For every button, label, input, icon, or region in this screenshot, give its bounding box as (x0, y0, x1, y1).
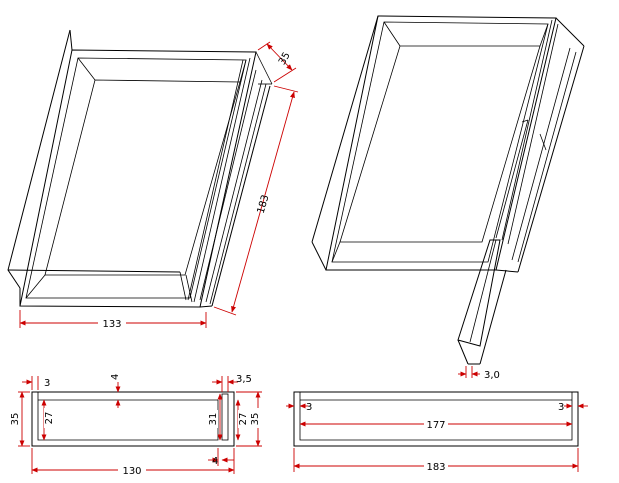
dim-label: 27 (238, 413, 249, 426)
dim-label: 133 (102, 319, 121, 330)
iso-box-right (311, 15, 585, 365)
iso-box-left (7, 29, 273, 308)
dim-label: 183 (426, 462, 445, 473)
front-dims: 3 4 3,5 35 27 31 27 35 (9, 374, 262, 477)
dim-label: 130 (122, 466, 141, 477)
dim-length-183: 183 (213, 85, 299, 316)
dim-label: 177 (426, 420, 445, 431)
front-view (31, 391, 235, 447)
dim-label: 3 (558, 402, 564, 413)
dim-label: 3,0 (484, 370, 500, 381)
dim-label: 4 (212, 456, 218, 467)
dim-label: 3 (306, 402, 312, 413)
dim-label: 4 (110, 374, 121, 380)
dim-label: 183 (256, 194, 272, 215)
dim-label: 35 (277, 50, 293, 67)
side-view (293, 391, 579, 447)
dim-label: 3,5 (236, 374, 252, 385)
dim-lid-thickness: 3,0 (458, 366, 500, 381)
dim-label: 27 (44, 412, 55, 425)
dim-label: 31 (208, 413, 219, 426)
dim-width-133: 133 (19, 310, 207, 330)
dim-label: 3 (44, 378, 50, 389)
dim-height-35: 35 (257, 41, 297, 83)
dim-label: 35 (250, 413, 261, 426)
dim-label: 35 (10, 413, 21, 426)
side-dims: 3 3 177 183 (286, 402, 588, 473)
